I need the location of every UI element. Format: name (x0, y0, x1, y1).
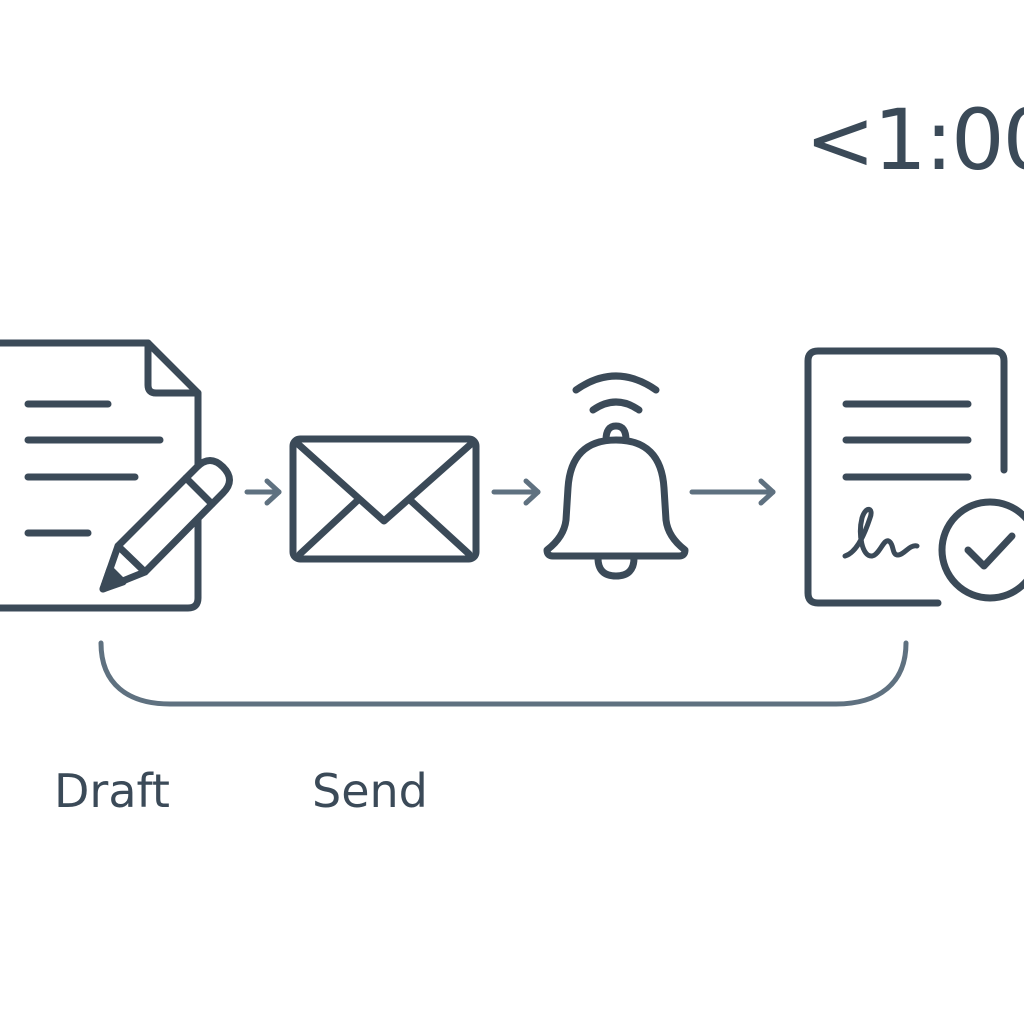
step-label-draft: Draft (54, 764, 170, 818)
bell-icon (543, 372, 689, 580)
duration-label: <1:00 (805, 91, 1024, 189)
signature-icon (842, 506, 920, 559)
step-label-send: Send (312, 764, 428, 818)
envelope-icon (289, 435, 480, 563)
timeline-bracket (98, 640, 909, 707)
signed-document-check-icon (804, 347, 1024, 607)
arrow-icon (491, 478, 541, 506)
arrow-icon (244, 478, 282, 506)
arrow-icon (689, 478, 776, 506)
document-pencil-icon (0, 339, 233, 612)
